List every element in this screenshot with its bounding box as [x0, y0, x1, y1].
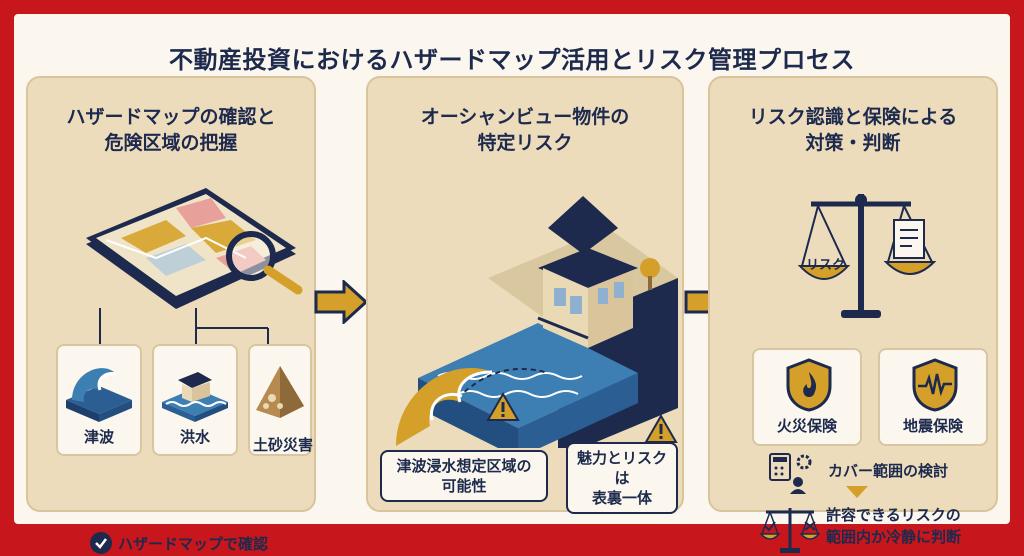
judgement-text: 許容できるリスクの 範囲内か冷静に判断: [826, 504, 961, 548]
flood-house-icon: [162, 372, 228, 422]
earthquake-insurance-card: 地震保険: [878, 348, 988, 446]
scale-label-risk: リスク: [806, 258, 846, 273]
judgement-scale-icon: [760, 508, 820, 553]
card-label-fire: 火災保険: [776, 417, 837, 435]
callout-tsunami-zone: 津波浸水想定区域の 可能性: [380, 450, 548, 502]
panel-title-line1: ハザードマップの確認と: [66, 106, 276, 128]
flood-card: 洪水: [152, 344, 238, 456]
coverage-text: カバー範囲の検討: [828, 462, 949, 480]
card-label-tsunami: 津波: [83, 428, 114, 446]
callout-line2: 可能性: [441, 477, 487, 495]
seismic-shield-icon: [912, 358, 958, 412]
judgement-line1: 許容できるリスクの: [826, 506, 961, 524]
landslide-icon: [256, 366, 304, 418]
page-title: 不動産投資におけるハザードマップ活用とリスク管理プロセス: [169, 46, 855, 74]
tsunami-icon: [66, 368, 132, 422]
warning-icon: [486, 392, 520, 421]
tsunami-card: 津波: [56, 344, 142, 456]
check-hazard-map: ハザードマップで確認: [90, 532, 268, 554]
panel-title-line1: リスク認識と保険による: [748, 106, 958, 128]
callout-line2: 表裏一体: [591, 489, 652, 507]
panel-title-line2: 危険区域の把握: [104, 132, 238, 154]
judgement-line2: 範囲内か冷静に判断: [826, 528, 962, 546]
fire-shield-icon: [786, 358, 832, 412]
panel-risk-insurance: リスク認識と保険による 対策・判断 リスク 火災保険: [708, 76, 998, 553]
callout-line1: 津波浸水想定区域の: [396, 457, 532, 475]
card-label-landslide: 土砂災害: [252, 436, 313, 454]
panel-title-line2: 対策・判断: [805, 132, 901, 154]
callout-appeal-risk: 魅力とリスクは 表裏一体: [566, 442, 678, 514]
warning-icon: [644, 414, 678, 443]
arrow-right-icon: [314, 280, 368, 324]
tsunami-wave-icon: [396, 368, 493, 446]
tablet-map-icon: [86, 188, 303, 309]
calculator-gear-icon: [769, 453, 812, 494]
connector-lines: [99, 308, 269, 344]
panel-ocean-view-risk: オーシャンビュー物件の 特定リスク: [366, 76, 684, 514]
triangle-down-icon: [846, 486, 868, 498]
card-label-earthquake: 地震保険: [902, 417, 963, 435]
landslide-card: [248, 344, 312, 456]
infographic-frame: 不動産投資におけるハザードマップ活用とリスク管理プロセス ハザードマップの確認と…: [14, 14, 1010, 554]
panel-hazard-map: ハザードマップの確認と 危険区域の把握: [26, 76, 316, 554]
panel-title-line2: 特定リスク: [477, 132, 573, 154]
card-label-flood: 洪水: [179, 428, 210, 446]
balance-scale-icon: [797, 194, 937, 318]
check-text: ハザードマップで確認: [118, 534, 269, 553]
panel-title-line1: オーシャンビュー物件の: [420, 106, 630, 128]
callout-line1: 魅力とリスクは: [576, 449, 667, 487]
fire-insurance-card: 火災保険: [752, 348, 862, 446]
check-icon: [90, 532, 112, 554]
